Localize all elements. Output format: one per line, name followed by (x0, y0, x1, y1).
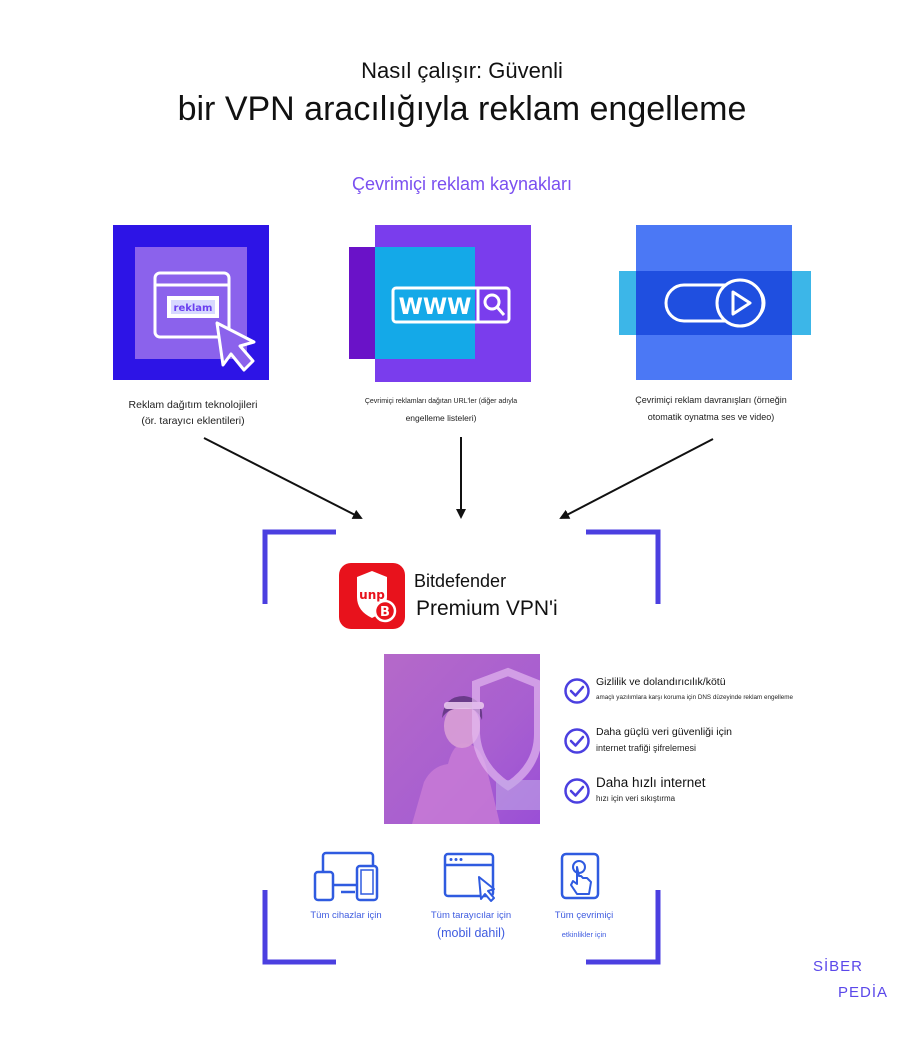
user-photo-shield (384, 654, 540, 824)
check-icon-1 (564, 678, 590, 704)
arrow-left (203, 437, 363, 519)
browsers-label-2: (mobil dahil) (436, 926, 506, 940)
source-1-caption: Reklam dağıtım teknolojileri (ör. tarayı… (128, 399, 258, 428)
devices-icon (313, 851, 379, 902)
feature-3-title: Daha hızlı internet (596, 775, 706, 790)
vpn-logo-b: B (380, 605, 390, 620)
autoplay-toggle-icon (619, 225, 811, 380)
brand-line-2: PEDİA (838, 984, 889, 1001)
feature-3-sub: hızı için veri sıkıştırma (596, 794, 676, 803)
brand-line-1: SİBER (813, 958, 864, 975)
check-icon-2 (564, 728, 590, 754)
feature-2-sub: internet trafiği şifrelemesi (596, 743, 697, 753)
www-search-icon: WWW (349, 225, 531, 382)
title-line-1: Nasıl çalışır: Güvenli (361, 58, 563, 83)
activities-label: Tüm çevrimiçi (554, 910, 614, 921)
touch-screen-icon (560, 852, 600, 900)
ad-badge-text: reklam (174, 303, 213, 314)
browsers-label: Tüm tarayıcılar için (430, 910, 512, 921)
source-2-caption: Çevrimiçi reklamları dağıtan URL'ler (di… (364, 398, 518, 424)
www-text: WWW (399, 295, 472, 320)
title-line-2: bir VPN aracılığıyla reklam engelleme (177, 90, 747, 128)
feature-1-title: Gizlilik ve dolandırıcılık/kötü (596, 676, 726, 688)
devices-label: Tüm cihazlar için (310, 910, 382, 921)
feature-2-title: Daha güçlü veri güvenliği için (596, 726, 732, 738)
browser-window-cursor-icon (443, 852, 495, 902)
arrow-right (559, 438, 714, 519)
check-icon-3 (564, 778, 590, 804)
activities-label-2: etkinlikler için (561, 930, 607, 939)
vpn-frame (262, 529, 661, 604)
devices-frame (262, 890, 661, 965)
vpn-product-name: Premium VPN'i (416, 597, 558, 620)
vpn-brand-name: Bitdefender (414, 571, 507, 591)
source-3-caption: Çevrimiçi reklam davranışları (örneğin o… (635, 395, 787, 423)
vpn-logo-icon: unp B (339, 563, 405, 629)
sources-heading: Çevrimiçi reklam kaynakları (351, 174, 573, 194)
vpn-logo-text: unp (359, 588, 385, 602)
browser-ad-cursor-icon: reklam (113, 225, 269, 380)
feature-1-sub: amaçlı yazılımlara karşı koruma için DNS… (596, 694, 794, 701)
